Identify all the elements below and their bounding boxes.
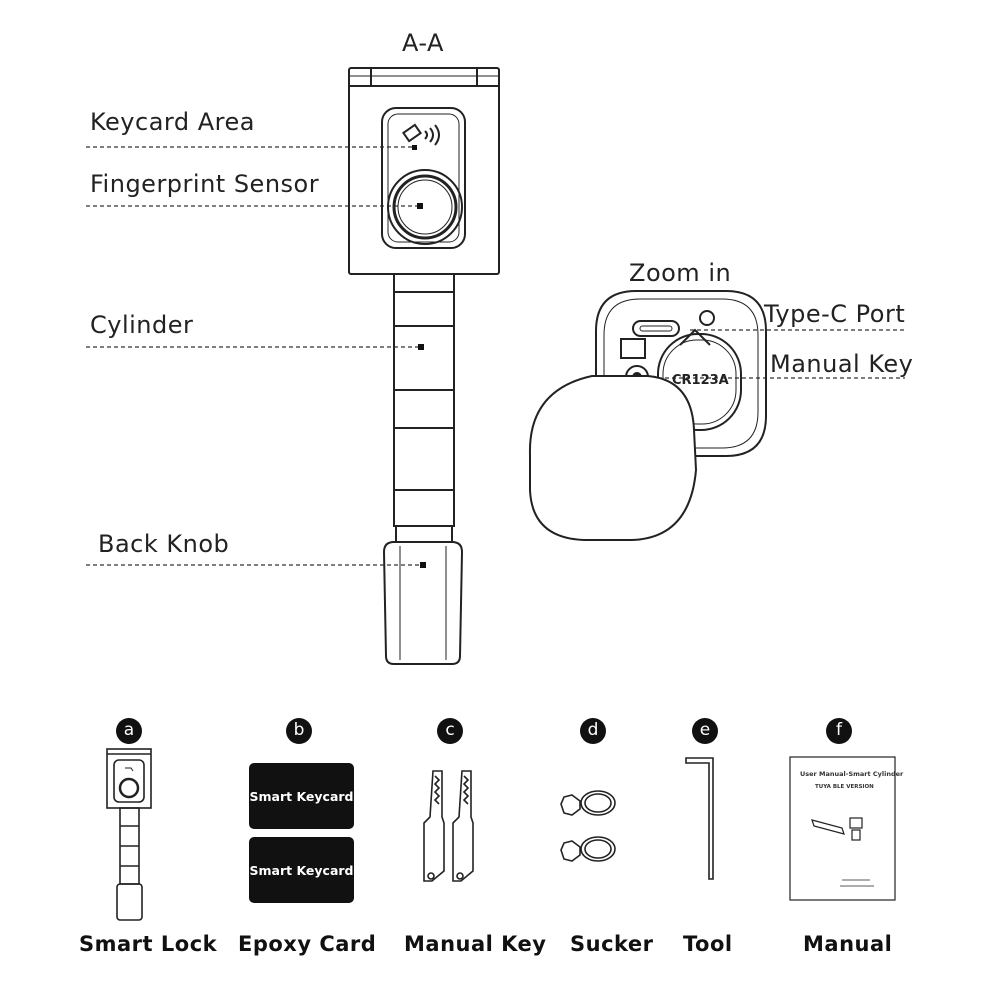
label-manual: Manual xyxy=(803,932,893,956)
mini-lock xyxy=(106,748,152,921)
label-smart-lock: Smart Lock xyxy=(79,932,218,956)
label-tool: Tool xyxy=(683,932,733,956)
cylinder xyxy=(393,273,455,543)
callout-keycard-area: Keycard Area xyxy=(90,108,255,136)
label-epoxy-card: Epoxy Card xyxy=(238,932,377,956)
section-title: A-A xyxy=(402,29,444,57)
manual-subtitle: TUYA BLE VERSION xyxy=(815,784,874,790)
zoom-detail xyxy=(528,290,767,541)
manual-booklet xyxy=(789,756,896,901)
keycard-1: Smart Keycard xyxy=(249,763,354,829)
battery-label: CR123A xyxy=(672,373,729,388)
callout-manual-key: Manual Key xyxy=(770,350,914,378)
callout-zoom-in: Zoom in xyxy=(629,259,732,287)
label-sucker: Sucker xyxy=(570,932,654,956)
mini-keys xyxy=(423,770,474,882)
keycard-2: Smart Keycard xyxy=(249,837,354,903)
manual-title: User Manual-Smart Cylinder xyxy=(800,770,904,778)
badge-e: e xyxy=(692,718,718,744)
callout-back-knob: Back Knob xyxy=(98,530,230,558)
badge-a: a xyxy=(116,718,142,744)
mini-suckers xyxy=(560,790,616,862)
hex-tool xyxy=(685,757,714,880)
badge-f: f xyxy=(826,718,852,744)
fingerprint-sensor xyxy=(387,169,463,245)
callout-fingerprint-sensor: Fingerprint Sensor xyxy=(90,170,320,198)
callout-cylinder: Cylinder xyxy=(90,311,194,339)
keycard-icon xyxy=(402,123,440,146)
badge-b: b xyxy=(286,718,312,744)
label-manual-key: Manual Key xyxy=(404,932,547,956)
back-knob xyxy=(382,541,464,665)
callout-type-c-port: Type-C Port xyxy=(764,300,906,328)
badge-d: d xyxy=(580,718,606,744)
badge-c: c xyxy=(437,718,463,744)
